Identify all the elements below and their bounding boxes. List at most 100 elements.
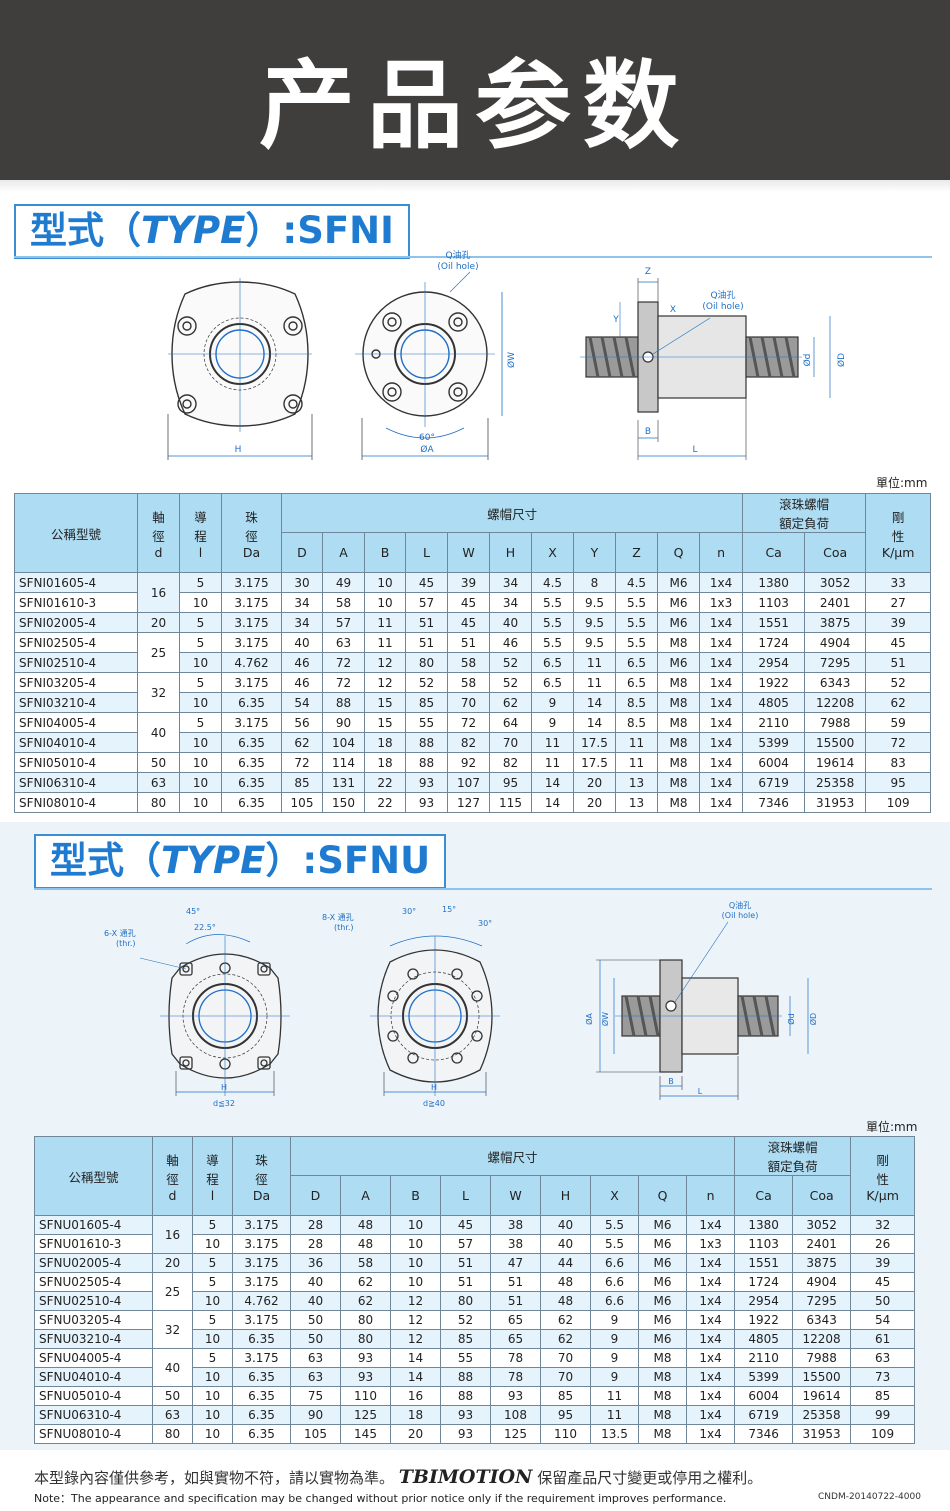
table-cell: 6.5: [615, 672, 658, 693]
table-cell: 9.5: [573, 612, 616, 633]
table-cell: 78: [490, 1348, 541, 1368]
table-cell: 80: [405, 652, 448, 673]
table-cell: 32: [850, 1215, 916, 1235]
table-cell: 11: [364, 632, 406, 653]
table-cell: 93: [440, 1424, 491, 1444]
table-cell: 3.175: [221, 612, 282, 633]
dim-x-label: X: [670, 305, 676, 315]
oil-hole-label-en: (Oil hole): [437, 262, 478, 272]
table-cell: 1x4: [685, 1367, 736, 1387]
table-cell: 6.6: [590, 1291, 639, 1311]
table-cell: 51: [447, 632, 490, 653]
table-cell: M6: [638, 1310, 687, 1330]
table-cell: 18: [364, 732, 406, 753]
table-cell: 1x4: [698, 632, 744, 653]
table-cell: 52: [440, 1310, 491, 1330]
table-cell: 3.175: [232, 1348, 291, 1368]
table-cell: 54: [850, 1310, 916, 1330]
table-cell: M8: [638, 1367, 687, 1387]
col-rigid-3: K/μm: [866, 1187, 899, 1203]
cell-shaft-d: 80: [152, 1424, 193, 1444]
table-cell: 110: [340, 1386, 391, 1406]
table-cell: 46: [281, 672, 323, 693]
table-cell: 40: [489, 612, 532, 633]
cell-model: SFNU04010-4: [34, 1367, 153, 1387]
cell-shaft-d: 20: [137, 612, 180, 633]
table-cell: 15: [364, 712, 406, 733]
table-cell: 52: [865, 672, 932, 693]
table-cell: M8: [657, 752, 700, 773]
table-cell: 1x4: [685, 1310, 736, 1330]
table-cell: 17.5: [573, 732, 616, 753]
table-cell: 28: [290, 1234, 341, 1254]
table-cell: 6.35: [232, 1405, 291, 1425]
sfnu-type-heading: 型式（TYPE）:SFNU: [34, 834, 447, 889]
table-cell: 105: [281, 792, 323, 813]
col-ball-1: 珠: [245, 509, 258, 525]
table-cell: 62: [340, 1272, 391, 1292]
table-cell: 4805: [742, 692, 806, 713]
dim-a-label: ØA: [584, 1013, 594, 1025]
table-cell: 10: [179, 592, 222, 613]
table-cell: 55: [405, 712, 448, 733]
table-cell: 1x4: [685, 1424, 736, 1444]
table-cell: 1x4: [698, 672, 744, 693]
table-cell: 10: [179, 772, 222, 793]
col-w: W: [447, 532, 490, 573]
dim-z-label: Z: [645, 267, 651, 277]
table-cell: 1551: [742, 612, 806, 633]
table-cell: 1x4: [698, 612, 744, 633]
cell-model: SFNU02005-4: [34, 1253, 153, 1273]
table-cell: M6: [657, 592, 700, 613]
angle-45-label: 45°: [186, 907, 200, 916]
table-cell: 80: [340, 1329, 391, 1349]
table-cell: 58: [340, 1253, 391, 1273]
table-cell: 5: [179, 672, 222, 693]
table-cell: 7346: [734, 1424, 794, 1444]
cell-model: SFNI01610-3: [14, 592, 138, 613]
table-cell: 6719: [734, 1405, 794, 1425]
sfni-side-view: [580, 278, 831, 460]
sfni-front-view-1: [167, 278, 313, 460]
table-cell: 40: [540, 1234, 591, 1254]
dim-y-label: Y: [612, 315, 619, 325]
col-q: Q: [657, 532, 700, 573]
table-cell: 48: [340, 1234, 391, 1254]
table-cell: 88: [440, 1386, 491, 1406]
unit-label: 單位:mm: [876, 476, 928, 490]
table-cell: 90: [290, 1405, 341, 1425]
table-cell: 18: [390, 1405, 441, 1425]
dim-dd-label: ØD: [808, 1013, 818, 1025]
col-rigid-2: 性: [876, 1171, 889, 1187]
table-cell: 10: [364, 592, 406, 613]
table-cell: 62: [340, 1291, 391, 1311]
table-cell: 6.35: [232, 1424, 291, 1444]
table-cell: 27: [865, 592, 932, 613]
table-cell: 18: [364, 752, 406, 773]
table-cell: 52: [489, 652, 532, 673]
dim-w-label: ØW: [600, 1012, 610, 1026]
table-cell: 64: [489, 712, 532, 733]
table-cell: 12: [364, 652, 406, 673]
cell-shaft-d: 63: [137, 772, 180, 793]
col-rigid-1: 剛: [876, 1152, 889, 1168]
table-cell: 11: [615, 732, 658, 753]
col-load-1: 滾珠螺帽: [767, 1140, 818, 1155]
table-cell: 95: [489, 772, 532, 793]
cell-shaft-d: 32: [137, 672, 180, 713]
angle-30b-label: 30°: [478, 919, 492, 928]
table-cell: 1103: [742, 592, 806, 613]
table-cell: M6: [638, 1272, 687, 1292]
table-cell: 125: [340, 1405, 391, 1425]
table-cell: 1922: [734, 1310, 794, 1330]
table-cell: 3052: [804, 572, 867, 593]
table-cell: 7295: [792, 1291, 852, 1311]
